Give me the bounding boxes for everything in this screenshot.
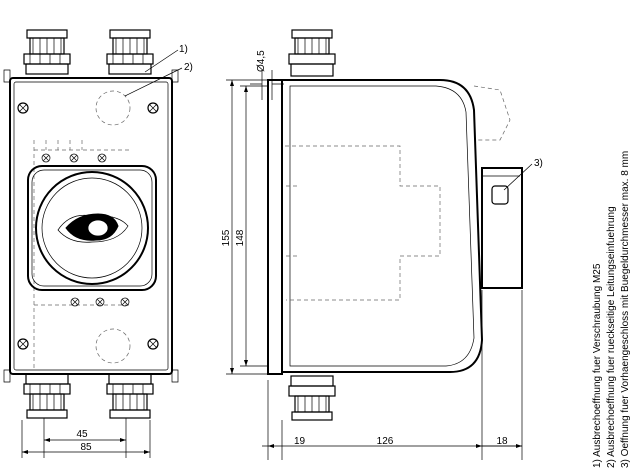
callout-1-leader <box>144 49 179 73</box>
terminal-screws-bottom <box>70 297 130 307</box>
front-enclosure <box>9 77 173 375</box>
knockout-top <box>95 90 131 126</box>
bottom-cable-gland-right <box>106 373 154 419</box>
front-bottom-dimensions <box>21 418 151 458</box>
padlock-opening <box>491 185 509 205</box>
bottom-cable-gland-left <box>23 373 71 419</box>
knockout-bottom <box>95 328 131 364</box>
callout-2-label: 2) <box>184 62 193 73</box>
callout-3-label: 3) <box>534 158 543 169</box>
rotary-knob[interactable] <box>35 171 149 285</box>
hole-diameter-label: Ø4,5 <box>256 50 267 72</box>
corner-screws <box>17 102 159 350</box>
note-3: 3) Oeffnung fuer Vorhaengeschloss mit Bu… <box>620 151 631 468</box>
side-bottom-gland-left <box>288 375 336 421</box>
top-cable-gland-left <box>23 29 71 75</box>
depth-dimensions <box>262 290 523 460</box>
side-housing-base <box>267 79 283 375</box>
dim-85-label: 85 <box>80 442 92 453</box>
dim-126-label: 126 <box>377 436 394 447</box>
side-handle[interactable] <box>481 167 523 289</box>
height-155-label: 155 <box>221 229 232 246</box>
side-view: 3) Ø4,5 155 148 19 126 18 <box>221 29 543 460</box>
side-top-gland-left <box>288 29 336 77</box>
switch-plate <box>27 165 157 291</box>
front-view: 45 85 1) 2) <box>3 29 193 458</box>
dim-19-label: 19 <box>294 436 306 447</box>
hole-dimension <box>250 70 284 100</box>
top-cable-gland-right <box>106 29 154 75</box>
dim-45-label: 45 <box>76 429 88 440</box>
height-dimensions <box>226 79 268 375</box>
dim-18-label: 18 <box>496 436 508 447</box>
notes-block: 1) Ausbrechoeffnung fuer Verschraubung M… <box>592 151 631 468</box>
note-2: 2) Ausbrechoeffnung fuer rueckseitige Le… <box>606 206 617 468</box>
callout-3-leader <box>503 163 533 191</box>
note-1: 1) Ausbrechoeffnung fuer Verschraubung M… <box>592 263 603 468</box>
height-148-label: 148 <box>235 229 246 246</box>
side-cover <box>281 79 484 373</box>
terminal-screws-top <box>41 153 107 163</box>
callout-1-label: 1) <box>179 44 188 55</box>
callout-2-leader <box>124 67 183 97</box>
